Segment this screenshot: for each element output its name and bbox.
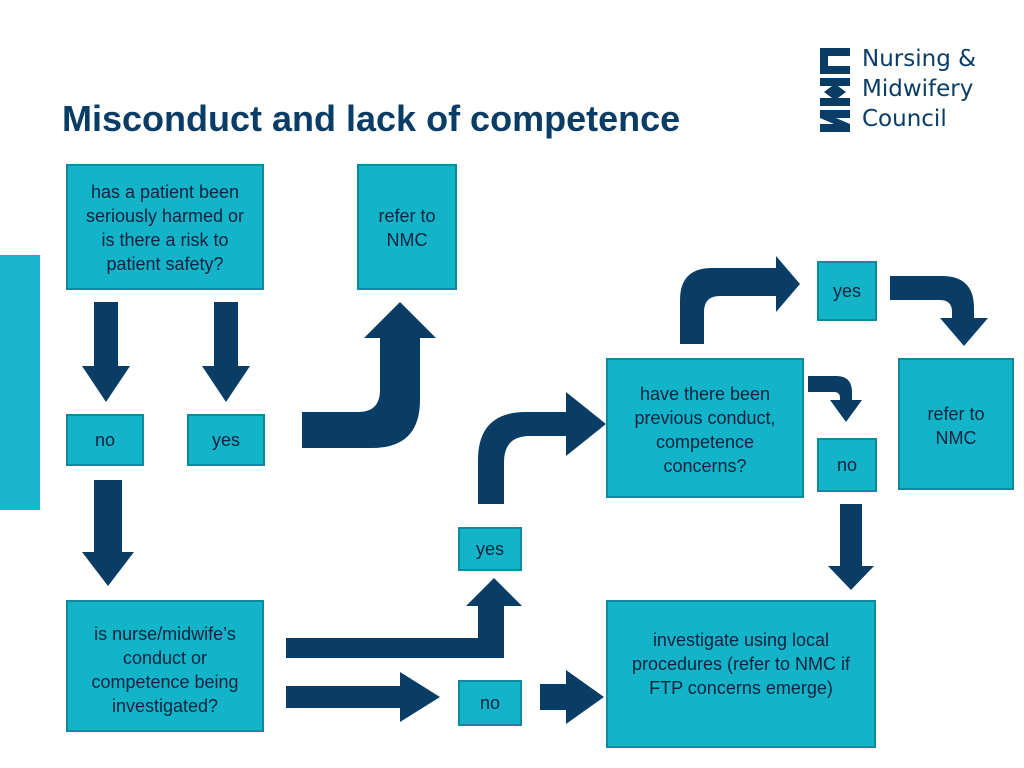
investigate-local-procedures-box: investigate using local procedures (refe… (606, 600, 876, 748)
answer-no-previous-text: no (836, 455, 858, 475)
answer-yes-text: yes (211, 430, 240, 450)
refer-to-nmc-right-text: refer to NMC (927, 404, 985, 448)
logo-line-council: Council (862, 106, 947, 132)
nmc-logo-text: Nursing & Midwifery Council (862, 44, 976, 134)
question-being-investigated: is nurse/midwife’s conduct or competence… (66, 600, 264, 732)
answer-yes-previous-box: yes (817, 261, 877, 321)
arrow-yes-to-previous (478, 392, 606, 504)
question-patient-harmed: has a patient been seriously harmed or i… (66, 164, 264, 290)
arrow-previous-to-no (808, 376, 862, 422)
arrow-down-to-yes (202, 302, 250, 402)
arrow-previous-to-yes (680, 256, 800, 344)
investigate-local-procedures-text: investigate using local procedures (refe… (631, 630, 851, 698)
arrow-down-to-no (82, 302, 130, 402)
arrow-yes-to-refer-nmc-right (890, 276, 988, 346)
answer-yes-box: yes (187, 414, 265, 466)
question-patient-harmed-text: has a patient been seriously harmed or i… (85, 182, 245, 274)
arrow-investigated-to-yes (286, 578, 522, 658)
answer-no-text: no (94, 430, 116, 450)
answer-yes-investigated-box: yes (458, 527, 522, 571)
answer-no-investigated-box: no (458, 680, 522, 726)
logo-line-midwifery: Midwifery (862, 76, 974, 102)
question-previous-concerns-text: have there been previous conduct, compet… (634, 384, 776, 476)
nmc-logo: Nursing & Midwifery Council (818, 40, 998, 132)
answer-yes-previous-text: yes (832, 281, 861, 301)
page-title: Misconduct and lack of competence (62, 98, 681, 139)
answer-no-investigated-text: no (479, 693, 501, 713)
logo-line-nursing: Nursing & (862, 46, 977, 72)
answer-no-box: no (66, 414, 144, 466)
refer-to-nmc-box: refer to NMC (357, 164, 457, 290)
question-being-investigated-text: is nurse/midwife’s conduct or competence… (91, 624, 239, 716)
refer-to-nmc-text: refer to NMC (378, 206, 436, 250)
answer-yes-investigated-text: yes (475, 539, 504, 559)
question-previous-concerns: have there been previous conduct, compet… (606, 358, 804, 498)
nmc-logo-mark-icon (820, 48, 850, 132)
arrow-yes-to-refer-nmc (302, 302, 436, 448)
refer-to-nmc-right-box: refer to NMC (898, 358, 1014, 490)
arrow-no-down-to-investigated (82, 480, 134, 586)
accent-side-bar (0, 255, 40, 510)
answer-no-previous-box: no (817, 438, 877, 492)
arrow-investigated-to-no (286, 672, 440, 722)
arrow-no-to-investigate (540, 670, 604, 724)
arrow-no-down-to-investigate (828, 504, 874, 590)
